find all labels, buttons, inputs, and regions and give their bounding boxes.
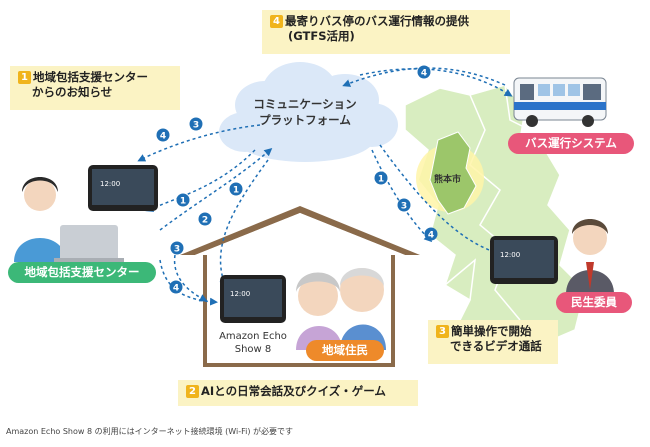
callout-bus-info-line2: (GTFS活用): [288, 29, 355, 43]
arrow-cloud-center-1: [145, 149, 256, 212]
platform-label-line2: プラットフォーム: [259, 113, 351, 127]
resident-grandfather: [340, 268, 386, 350]
bus-icon: [513, 77, 607, 127]
resident-grandmother: [296, 272, 342, 350]
svg-text:12:00: 12:00: [100, 180, 120, 188]
arrow-cloud-center-2: [137, 124, 261, 162]
center-staff-person: [14, 177, 124, 264]
arrow-badges: 4 3 1 1 2 3 4 4 1 3 4: [156, 65, 438, 294]
city-area: [429, 131, 477, 215]
badge-num: 4: [173, 284, 179, 294]
label-welfare: 民生委員: [556, 292, 632, 313]
welfare-commissioner-person: [566, 219, 614, 294]
label-city: 熊本市: [434, 175, 462, 185]
platform-label: コミュニケーション プラットフォーム: [235, 96, 375, 128]
callout-video-call-line2: できるビデオ通話: [450, 339, 542, 353]
callout-number: 3: [436, 325, 449, 338]
label-residents: 地域住民: [306, 340, 384, 361]
arrow-cloud-welfare-1: [371, 149, 433, 243]
badge-num: 3: [193, 121, 199, 131]
svg-text:12:00: 12:00: [230, 290, 250, 298]
badge-num: 4: [428, 231, 434, 241]
echo-device-home: 12:00: [220, 275, 286, 323]
arrow-center-cloud-2: [159, 148, 273, 231]
badge-num: 4: [421, 69, 427, 79]
callout-bus-info-line1: 最寄りバス停のバス運行情報の提供: [285, 14, 469, 28]
callout-center-notice-line1: 地域包括支援センター: [33, 70, 148, 84]
callout-video-call-line1: 簡単操作で開始: [451, 324, 532, 338]
label-center: 地域包括支援センター: [8, 262, 156, 283]
echo-home-label: Amazon Echo Show 8: [208, 330, 298, 356]
arrow-bus-cloud: [342, 67, 506, 87]
platform-label-line1: コミュニケーション: [253, 97, 357, 111]
badge-num: 2: [202, 216, 208, 226]
arrow-cloud-bus: [359, 68, 513, 97]
callout-center-notice-line2: からのお知らせ: [32, 85, 113, 99]
badge-num: 3: [174, 245, 180, 255]
echo-device-welfare: 12:00: [490, 236, 558, 284]
badge-num: 1: [378, 175, 384, 185]
region-map: [404, 84, 586, 356]
callout-number: 1: [18, 71, 31, 84]
svg-text:12:00: 12:00: [500, 251, 520, 259]
label-bus-system: バス運行システム: [508, 133, 634, 154]
footnote: Amazon Echo Show 8 の利用にはインターネット接続環境 (Wi-…: [6, 427, 294, 436]
callout-number: 2: [186, 385, 199, 398]
platform-cloud: [219, 62, 398, 162]
callout-ai-conversation-text: AIとの日常会話及びクイズ・ゲーム: [201, 384, 386, 398]
badge-num: 1: [180, 197, 186, 207]
echo-device-center: 12:00: [88, 165, 158, 211]
arrow-cloud-house: [219, 159, 269, 288]
echo-home-label-line2: Show 8: [234, 344, 272, 355]
house: [180, 206, 420, 367]
badge-num: 3: [401, 202, 407, 212]
badge-num: 1: [233, 186, 239, 196]
callout-number: 4: [270, 15, 283, 28]
echo-home-label-line1: Amazon Echo: [219, 331, 287, 342]
badge-num: 4: [160, 132, 166, 142]
